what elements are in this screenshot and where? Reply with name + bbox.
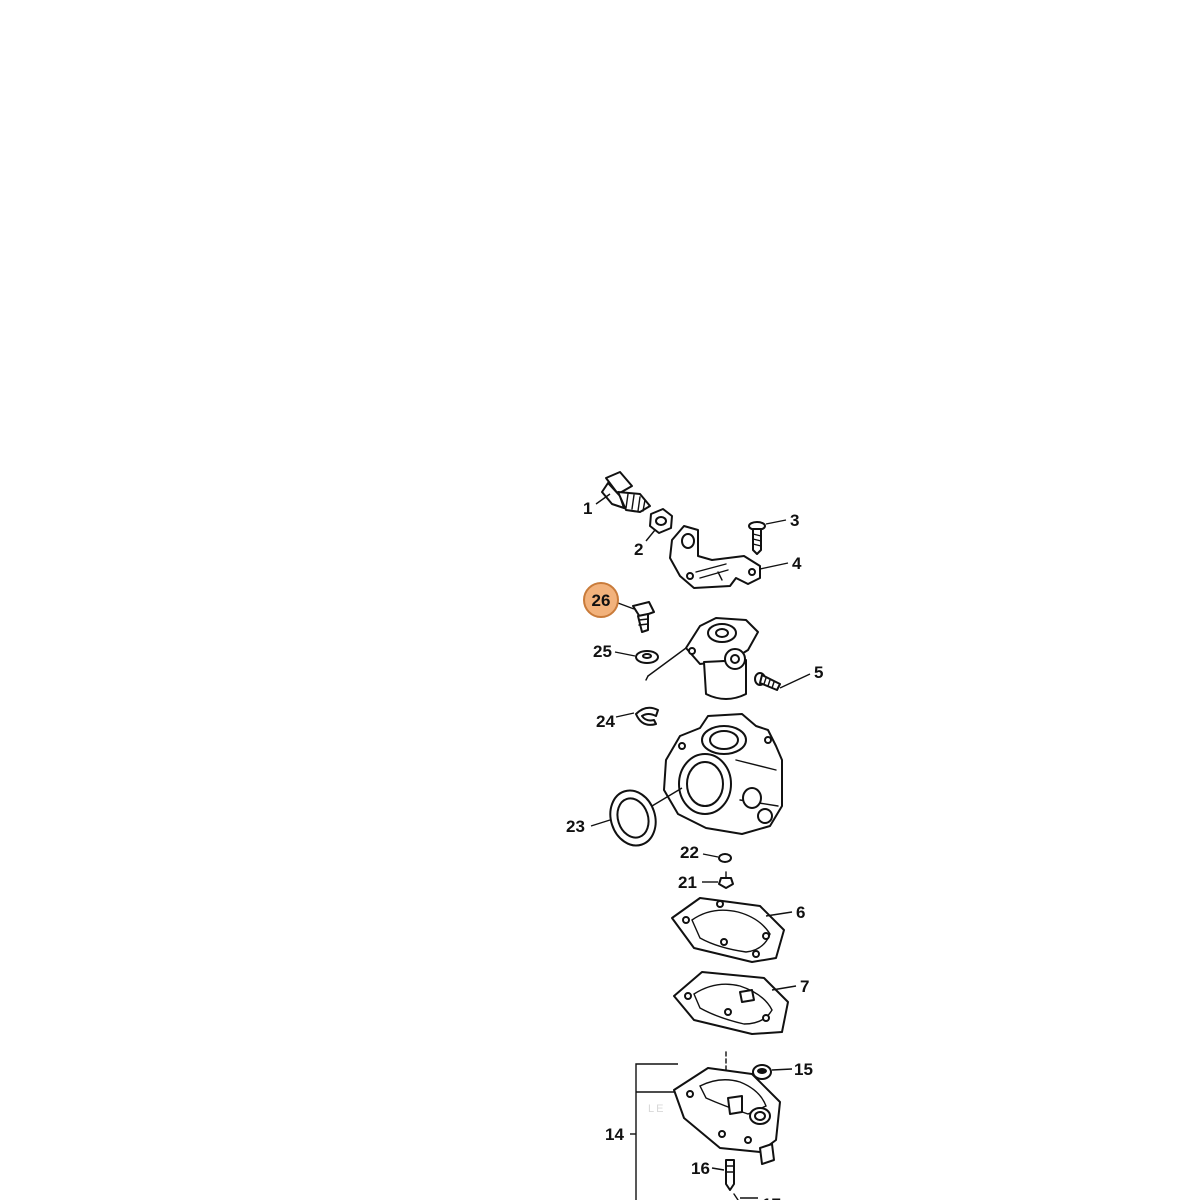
carburetor-body[interactable] <box>663 713 783 835</box>
label-part-17: 17 <box>762 1195 781 1200</box>
label-part-3: 3 <box>790 511 799 530</box>
part-21-valve[interactable] <box>718 871 734 889</box>
part-6-gasket[interactable] <box>671 897 785 963</box>
watermark: LE <box>648 1103 665 1115</box>
label-part-7: 7 <box>800 977 809 996</box>
label-part-15: 15 <box>794 1060 813 1079</box>
part-16-needle[interactable] <box>725 1159 735 1191</box>
label-part-26: 26 <box>592 591 611 610</box>
label-part-2: 2 <box>634 540 643 559</box>
part-17[interactable] <box>733 1193 739 1200</box>
part-3-screw[interactable] <box>748 521 766 555</box>
part-22-o-ring[interactable] <box>718 853 732 863</box>
label-part-5: 5 <box>814 663 823 682</box>
label-part-16: 16 <box>691 1159 710 1178</box>
throttle-housing[interactable] <box>645 617 759 700</box>
label-part-6: 6 <box>796 903 805 922</box>
label-part-4: 4 <box>792 554 802 573</box>
part-2-nut[interactable] <box>649 508 673 534</box>
label-part-14: 14 <box>605 1125 624 1144</box>
label-part-23: 23 <box>566 817 585 836</box>
part-25-washer[interactable] <box>635 650 659 664</box>
part-24-e-clip[interactable] <box>635 706 659 726</box>
label-part-22: 22 <box>680 843 699 862</box>
part-4-bracket[interactable] <box>669 525 761 589</box>
label-part-1: 1 <box>583 499 592 518</box>
part-26-screw[interactable] <box>632 601 655 633</box>
part-15-cap[interactable] <box>752 1064 772 1080</box>
label-part-25: 25 <box>593 642 612 661</box>
label-part-24: 24 <box>596 712 615 731</box>
label-part-21: 21 <box>678 873 697 892</box>
part-1-adjusting-screw[interactable] <box>601 471 651 513</box>
part-7-diaphragm[interactable] <box>673 971 789 1035</box>
bracket-line-14 <box>635 1063 678 1200</box>
part-5-screw[interactable] <box>754 672 781 691</box>
highlight-marker-26[interactable]: 26 <box>583 582 619 618</box>
part-14-pump-housing[interactable] <box>673 1067 781 1165</box>
part-23-gasket-ring[interactable] <box>603 785 662 852</box>
